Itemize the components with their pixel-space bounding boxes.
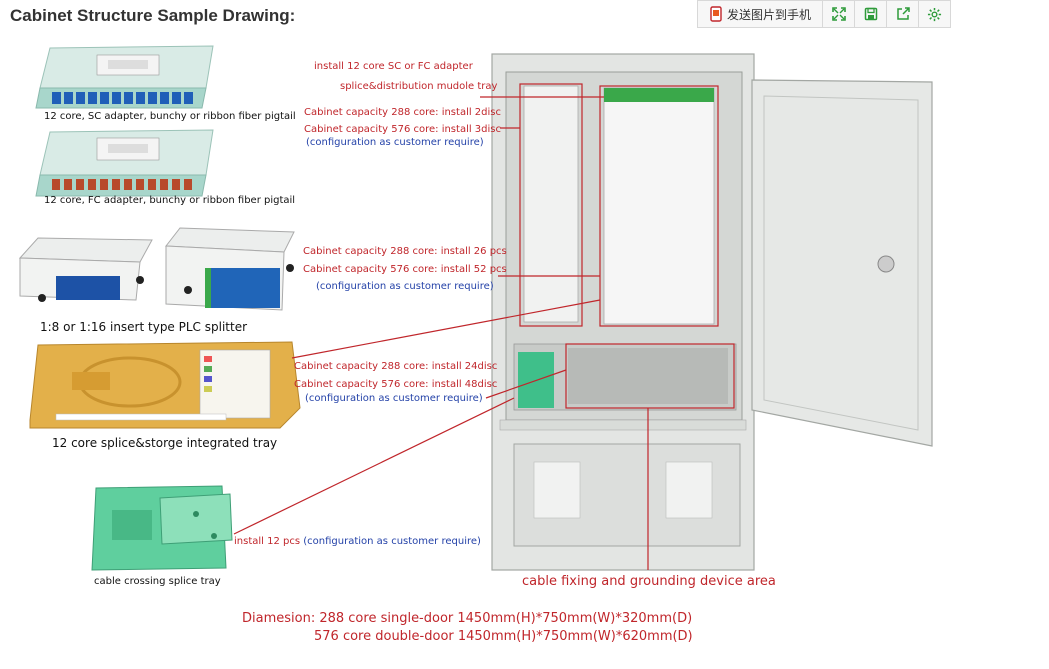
cable-crossing-tray (91, 485, 233, 571)
fc-adapter-tray (35, 129, 214, 197)
annotation-adapter-install: install 12 core SC or FC adapter (314, 61, 473, 72)
splice-storage-tray (29, 341, 301, 429)
plc-splitter-1x8 (18, 237, 153, 302)
annotation-config-1: (configuration as customer require) (306, 137, 484, 148)
fc-adapter-ports (52, 179, 192, 190)
annotation-grounding-area: cable fixing and grounding device area (522, 574, 776, 589)
annotation-install-12: install 12 pcs (234, 536, 301, 547)
send-to-phone-button[interactable]: 发送图片到手机 (698, 1, 823, 27)
annotation-leaders (233, 83, 735, 570)
image-toolbar: 发送图片到手机 (697, 0, 951, 28)
annotation-config-2: (configuration as customer require) (316, 281, 494, 292)
annotation-cap576-52: Cabinet capacity 576 core: install 52 pc… (303, 264, 507, 275)
annotation-cap288-26: Cabinet capacity 288 core: install 26 pc… (303, 246, 507, 257)
page-title: Cabinet Structure Sample Drawing: (10, 6, 296, 25)
share-icon (896, 7, 910, 20)
save-icon (864, 7, 877, 21)
plc-splitter-caption: 1:8 or 1:16 insert type PLC splitter (40, 320, 248, 334)
phone-send-icon (710, 6, 722, 22)
fullscreen-button[interactable] (823, 1, 855, 27)
sc-adapter-ports (52, 92, 193, 104)
annotation-install-12-row: install 12 pcs (configuration as custome… (234, 536, 481, 547)
save-button[interactable] (855, 1, 887, 27)
share-button[interactable] (887, 1, 919, 27)
crossing-tray-caption: cable crossing splice tray (94, 576, 221, 587)
splice-tray-caption: 12 core splice&storge integrated tray (52, 436, 278, 450)
fc-adapter-caption: 12 core, FC adapter, bunchy or ribbon fi… (44, 195, 296, 206)
sc-adapter-caption: 12 core, SC adapter, bunchy or ribbon fi… (44, 111, 296, 122)
cabinet (491, 53, 933, 571)
annotation-distribution-tray: splice&distribution mudole tray (340, 81, 498, 92)
annotation-cap576-48disc: Cabinet capacity 576 core: install 48dis… (294, 379, 498, 390)
annotation-cap576-3disc: Cabinet capacity 576 core: install 3disc (304, 124, 502, 135)
gear-icon (927, 7, 942, 21)
expand-icon (831, 7, 846, 21)
dimension-288-core: Diamesion: 288 core single-door 1450mm(H… (242, 611, 693, 626)
plc-splitter-1x16 (165, 227, 295, 311)
annotation-config-4: (configuration as customer require) (303, 536, 481, 547)
send-to-phone-label: 发送图片到手机 (726, 7, 811, 22)
settings-button[interactable] (919, 1, 950, 27)
annotation-config-3: (configuration as customer require) (305, 393, 483, 404)
dimension-576-core: 576 core double-door 1450mm(H)*750mm(W)*… (314, 629, 693, 644)
sc-adapter-tray (35, 45, 214, 109)
annotation-cap288-24disc: Cabinet capacity 288 core: install 24dis… (294, 361, 498, 372)
annotation-cap288-2disc: Cabinet capacity 288 core: install 2disc (304, 107, 502, 118)
